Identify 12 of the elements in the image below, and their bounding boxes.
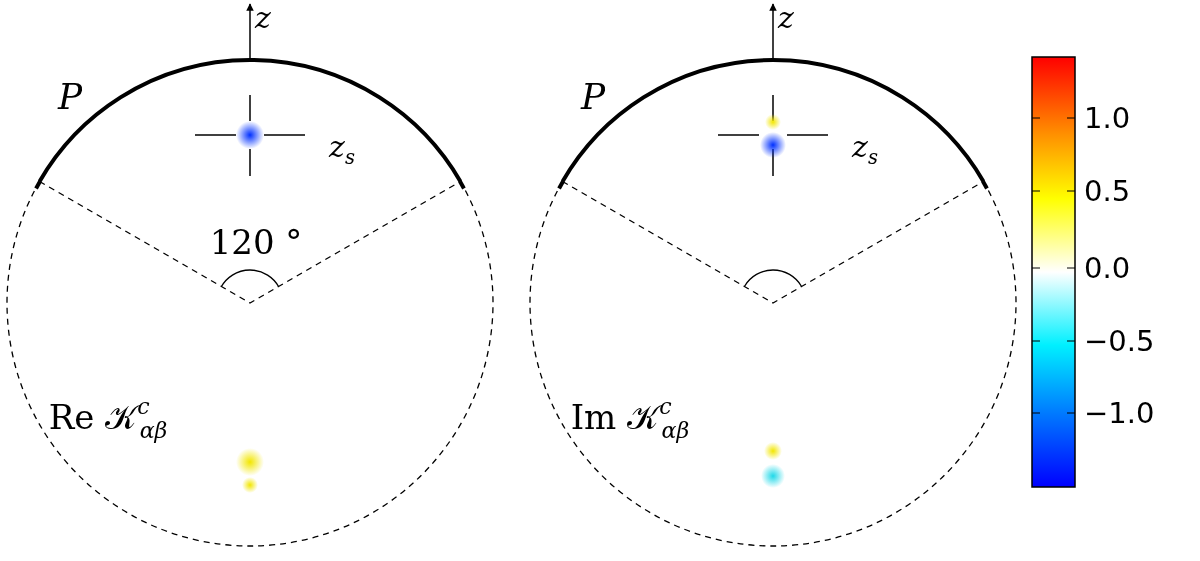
colorbar-tick-label: 0.0 — [1084, 253, 1131, 283]
point-label: z$_{s}$ — [329, 132, 355, 168]
colorbar-tick-label: 1.0 — [1084, 103, 1131, 133]
colorbar-tick-label: −0.5 — [1084, 326, 1155, 356]
colorbar-tick-label: 0.5 — [1084, 176, 1131, 206]
curve-label: P — [580, 79, 606, 115]
axis-label: z — [778, 3, 794, 33]
curve-label: P — [57, 79, 83, 115]
colorbar-tick-label: −1.0 — [1084, 398, 1155, 428]
point-label: z$_{s}$ — [852, 132, 878, 168]
axis-label: z — [255, 3, 271, 33]
angle-label: 120 ° — [209, 225, 303, 259]
